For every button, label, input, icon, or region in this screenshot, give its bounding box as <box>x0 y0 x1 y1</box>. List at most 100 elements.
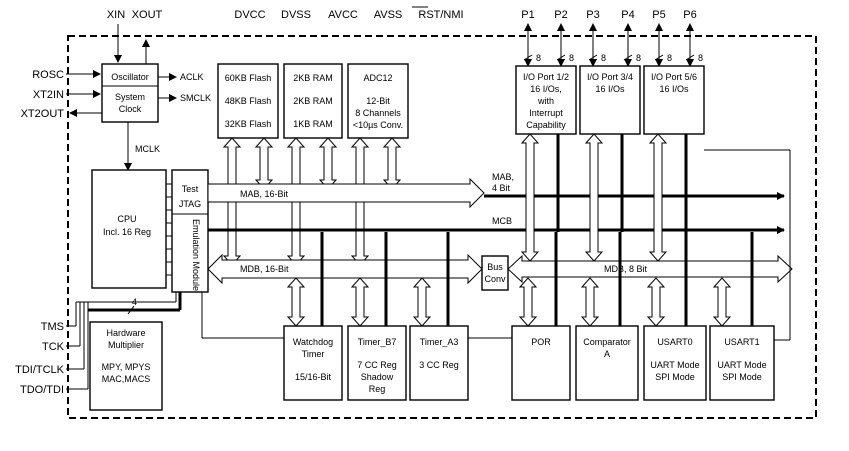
io-port-12-capability: Capability <box>526 120 566 130</box>
pin-p5: P5 <box>652 9 665 21</box>
usart0-uart: UART Mode <box>650 360 699 370</box>
adc12-box <box>347 63 409 139</box>
pin-p2: P2 <box>554 9 567 21</box>
mab-16bit-label: MAB, 16-Bit <box>240 189 289 199</box>
pin-xt2out: XT2OUT <box>21 108 65 120</box>
device-boundary <box>67 35 817 419</box>
cpu-box <box>91 169 167 289</box>
p2-width: 8 <box>569 53 574 63</box>
bus-conv-label-2: Conv <box>484 274 506 284</box>
ram-1kb: 1KB RAM <box>293 119 333 129</box>
clock-label: Clock <box>119 104 142 114</box>
hw-multiplier-box <box>89 321 163 411</box>
flash-box <box>217 63 279 139</box>
flash-32kb: 32KB Flash <box>225 119 272 129</box>
pin-tms: TMS <box>41 321 64 333</box>
mdb-16bit-label: MDB, 16-Bit <box>240 264 289 274</box>
usart1-box <box>709 325 775 401</box>
mult-bus-width: 4 <box>132 297 137 307</box>
hw-multiplier-mpy: MPY, MPYS <box>102 362 151 372</box>
io-port-56-title: I/O Port 5/6 <box>651 72 697 82</box>
timer-b7-cc: 7 CC Reg <box>357 360 397 370</box>
flash-60kb: 60KB Flash <box>225 73 272 83</box>
timer-b7-box <box>347 325 407 401</box>
mab-16bit-bus <box>207 177 485 209</box>
pin-dvcc: DVCC <box>234 9 265 21</box>
adc12-channels: 8 Channels <box>355 108 401 118</box>
smclk-label: SMCLK <box>180 93 211 103</box>
adc12-bits: 12-Bit <box>366 96 390 106</box>
comparator-label: Comparator <box>583 337 631 347</box>
comparator-a: A <box>604 349 610 359</box>
usart1-uart: UART Mode <box>717 360 766 370</box>
system-label: System <box>115 92 145 102</box>
pin-rst-nmi: RST/NMI <box>418 9 463 21</box>
por-label: POR <box>531 337 551 347</box>
io-port-12-with: with <box>537 96 554 106</box>
pin-xin: XIN <box>107 9 125 21</box>
pin-p4: P4 <box>621 9 634 21</box>
jtag-test: Test <box>182 184 199 194</box>
p6-width: 8 <box>698 53 703 63</box>
usart1-label: USART1 <box>724 337 759 347</box>
hw-multiplier-multiplier: Multiplier <box>108 340 144 350</box>
adc12-conv: <10µs Conv. <box>353 120 403 130</box>
watchdog-timer: Timer <box>302 349 325 359</box>
por-box <box>511 325 571 401</box>
adc12-title: ADC12 <box>363 73 392 83</box>
jtag-label: JTAG <box>179 199 201 209</box>
io-port-56-ios: 16 I/Os <box>659 84 689 94</box>
mcb-label: MCB <box>492 216 512 226</box>
io-port-34-ios: 16 I/Os <box>595 84 625 94</box>
p5-width: 8 <box>667 53 672 63</box>
pin-tdo: TDO/TDI <box>20 384 64 396</box>
timer-a3-box <box>409 325 469 401</box>
emulation-module-label: Emulation Module <box>191 219 201 291</box>
pin-tdi: TDI/TCLK <box>15 364 65 376</box>
mclk-label: MCLK <box>135 144 160 154</box>
hw-multiplier-hardware: Hardware <box>106 328 145 338</box>
io-port-bus-links <box>520 133 688 262</box>
pin-p1: P1 <box>521 9 534 21</box>
pin-p3: P3 <box>586 9 599 21</box>
p4-width: 8 <box>636 53 641 63</box>
pin-avcc: AVCC <box>328 9 358 21</box>
p3-width: 8 <box>601 53 606 63</box>
io-port-56-box <box>643 65 705 135</box>
io-port-34-title: I/O Port 3/4 <box>587 72 633 82</box>
timer-b7-reg: Reg <box>369 384 386 394</box>
io-port-34-box <box>579 65 641 135</box>
cpu-jtag-links <box>166 183 172 276</box>
watchdog-label: Watchdog <box>293 337 333 347</box>
usart0-box <box>643 325 707 401</box>
ram-2kb-a: 2KB RAM <box>293 73 333 83</box>
io-port-12-box <box>515 65 577 135</box>
jtag-pin-wires <box>66 292 177 390</box>
hw-multiplier-mac: MAC,MACS <box>102 374 151 384</box>
pin-xout: XOUT <box>132 9 163 21</box>
io-port-12-ios: 16 I/Os, <box>530 84 562 94</box>
mdb-8bit-bus <box>507 254 793 284</box>
oscillator-label: Oscillator <box>111 72 149 82</box>
mab-4bit-label-1: MAB, <box>492 172 514 182</box>
timer-a3-label: Timer_A3 <box>420 337 459 347</box>
watchdog-bits: 15/16-Bit <box>295 372 332 382</box>
cpu-label: CPU <box>117 214 136 224</box>
timer-a3-cc: 3 CC Reg <box>419 360 459 370</box>
mab-4bit-label-2: 4 Bit <box>492 183 511 193</box>
pin-avss: AVSS <box>374 9 403 21</box>
watchdog-box <box>283 325 343 401</box>
oscillator-box <box>101 63 159 123</box>
pin-tck: TCK <box>42 341 65 353</box>
aclk-label: ACLK <box>180 72 204 82</box>
ram-box <box>283 63 343 139</box>
cpu-registers: Incl. 16 Reg <box>103 227 151 237</box>
bus-conv-box <box>481 255 509 291</box>
port-pin-wires <box>523 23 695 67</box>
timer-b7-label: Timer_B7 <box>358 337 397 347</box>
pin-rosc: ROSC <box>32 69 64 81</box>
mult-bus-tick <box>127 305 135 315</box>
pin-p6: P6 <box>683 9 696 21</box>
ram-2kb-b: 2KB RAM <box>293 96 333 106</box>
pin-xt2in: XT2IN <box>33 89 64 101</box>
